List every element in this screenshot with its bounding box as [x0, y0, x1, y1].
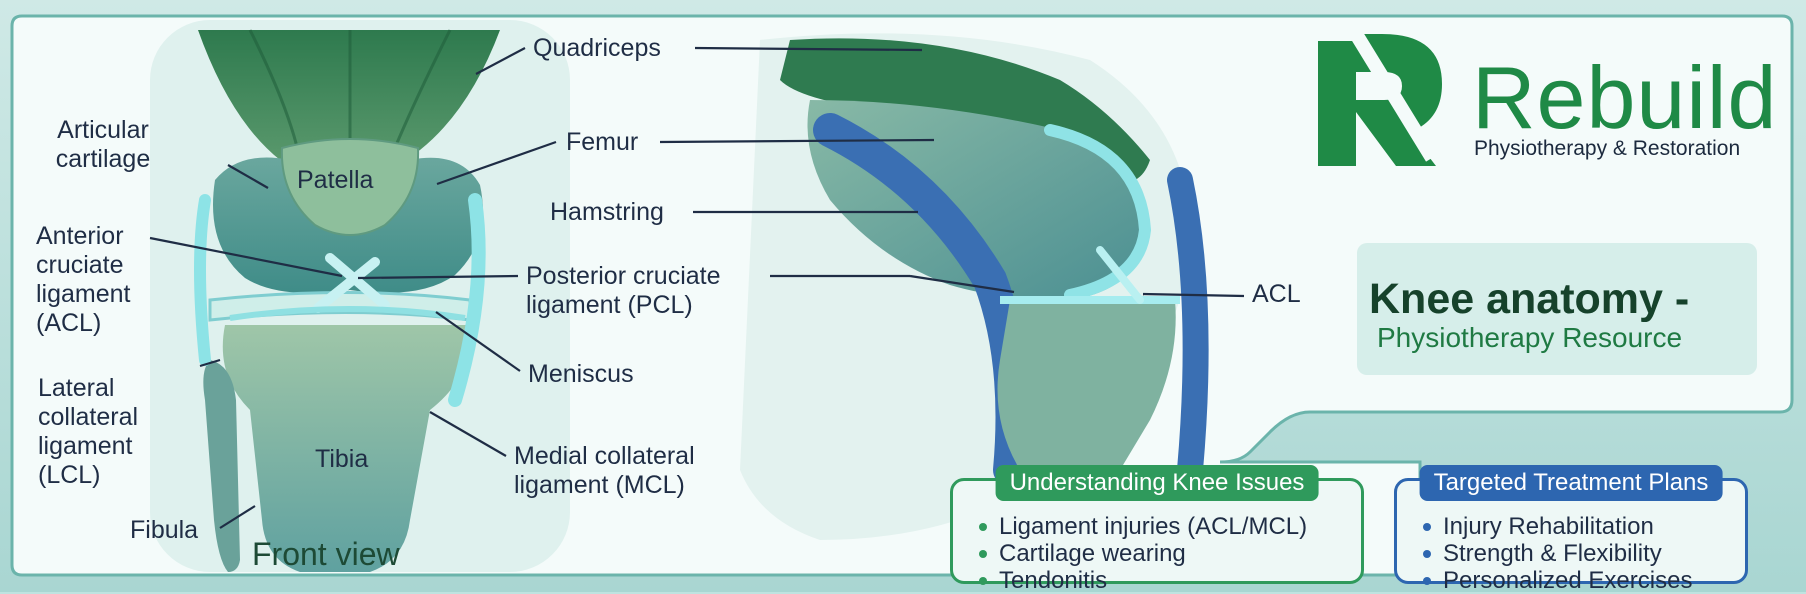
- treatment-box: Targeted Treatment Plans Injury Rehabili…: [1394, 465, 1748, 594]
- brand-name: Rebuild: [1472, 48, 1778, 147]
- issues-list: Ligament injuries (ACL/MCL) Cartilage we…: [977, 513, 1307, 594]
- treatment-box-heading: Targeted Treatment Plans: [1419, 465, 1723, 501]
- treatment-list: Injury Rehabilitation Strength & Flexibi…: [1421, 513, 1692, 594]
- pcl-label: Posterior cruciate ligament (PCL): [526, 262, 721, 319]
- acl-label: Anterior cruciate ligament (ACL): [36, 222, 131, 337]
- tibia-bone: [222, 325, 471, 572]
- patella-bone: [280, 138, 420, 236]
- list-item: Strength & Flexibility: [1421, 540, 1692, 567]
- side-tibia-bone: [997, 300, 1176, 470]
- page-subtitle: Physiotherapy Resource: [1377, 322, 1683, 353]
- rebuild-logo-icon: [1318, 28, 1442, 166]
- quadriceps-label: Quadriceps: [533, 34, 661, 62]
- side-acl-label: ACL: [1252, 280, 1301, 308]
- issues-box: Understanding Knee Issues Ligament injur…: [950, 465, 1364, 594]
- hamstring-label: Hamstring: [550, 198, 664, 226]
- title-card: [1357, 243, 1757, 375]
- lcl-label: Lateral collateral ligament (LCL): [38, 374, 139, 489]
- tibia-label: Tibia: [315, 445, 369, 473]
- patella-label: Patella: [297, 166, 374, 194]
- issues-box-heading: Understanding Knee Issues: [995, 465, 1319, 501]
- list-item: Personalized Exercises: [1421, 567, 1692, 594]
- mcl-label: Medial collateral ligament (MCL): [514, 442, 695, 499]
- page-title: Knee anatomy -: [1369, 275, 1690, 323]
- brand-tagline: Physiotherapy & Restoration: [1474, 137, 1741, 160]
- meniscus-label: Meniscus: [528, 360, 634, 388]
- articular-cartilage-label: Articular cartilage: [55, 116, 151, 173]
- front-view-caption: Front view: [252, 536, 400, 572]
- list-item: Cartilage wearing: [977, 540, 1307, 567]
- fibula-label: Fibula: [130, 516, 199, 544]
- list-item: Ligament injuries (ACL/MCL): [977, 513, 1307, 540]
- list-item: Tendonitis: [977, 567, 1307, 594]
- femur-label: Femur: [566, 128, 639, 156]
- fibula-bone: [203, 360, 240, 572]
- list-item: Injury Rehabilitation: [1421, 513, 1692, 540]
